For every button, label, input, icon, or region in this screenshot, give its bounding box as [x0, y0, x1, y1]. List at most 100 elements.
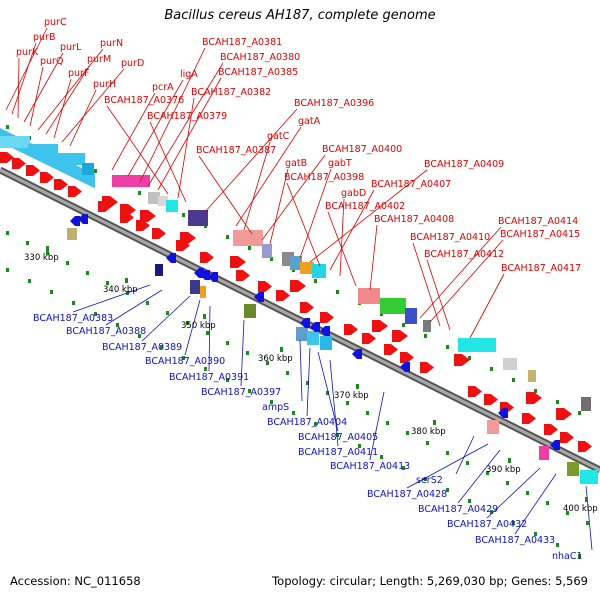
gene-label-forward[interactable]: gatB: [285, 158, 307, 169]
forward-gene-arrow[interactable]: [544, 424, 558, 435]
reverse-gene-arrow[interactable]: [254, 292, 264, 302]
forward-gene-arrow[interactable]: [400, 352, 414, 363]
gene-label-forward[interactable]: BCAH187_A0410: [410, 232, 490, 243]
reverse-gene-arrow[interactable]: [166, 253, 176, 263]
gene-label-forward[interactable]: purD: [121, 58, 144, 69]
gene-label-reverse[interactable]: BCAH187_A0397: [201, 387, 281, 398]
forward-gene-arrow[interactable]: [140, 210, 156, 222]
gene-label-reverse[interactable]: BCAH187_A0389: [102, 342, 182, 353]
forward-gene-arrow[interactable]: [102, 196, 118, 208]
gene-label-forward[interactable]: purC: [44, 17, 67, 28]
reverse-gene-arrow[interactable]: [208, 272, 218, 282]
forward-gene-arrow[interactable]: [526, 392, 542, 404]
forward-gene-arrow[interactable]: [560, 432, 574, 443]
gene-label-reverse[interactable]: nhaC1: [552, 551, 583, 562]
forward-gene-arrow[interactable]: [258, 281, 272, 292]
forward-gene-arrow[interactable]: [392, 330, 408, 342]
forward-gene-arrow[interactable]: [578, 441, 592, 452]
forward-gene-arrow[interactable]: [40, 172, 54, 183]
gene-label-forward[interactable]: BCAH187_A0407: [371, 179, 451, 190]
gene-label-reverse[interactable]: BCAH187_A0405: [298, 432, 378, 443]
gene-label-reverse[interactable]: BCAH187_A0391: [169, 372, 249, 383]
forward-gene-arrow[interactable]: [120, 204, 136, 216]
reverse-gene-arrow[interactable]: [78, 214, 88, 224]
forward-gene-arrow[interactable]: [372, 320, 388, 332]
gene-label-forward[interactable]: BCAH187_A0379: [147, 111, 227, 122]
gene-label-reverse[interactable]: BCAH187_A0388: [66, 326, 146, 337]
gene-label-forward[interactable]: purF: [68, 68, 89, 79]
gene-label-forward[interactable]: BCAH187_A0417: [501, 263, 581, 274]
reverse-gene-arrow[interactable]: [498, 408, 508, 418]
gene-label-forward[interactable]: purM: [87, 54, 111, 65]
forward-gene-arrow[interactable]: [468, 386, 482, 397]
gene-label-forward[interactable]: BCAH187_A0396: [294, 98, 374, 109]
gene-label-forward[interactable]: BCAH187_A0409: [424, 159, 504, 170]
gene-label-forward[interactable]: BCAH187_A0380: [220, 52, 300, 63]
forward-gene-arrow[interactable]: [344, 324, 358, 335]
reverse-gene-arrow[interactable]: [400, 362, 410, 372]
gene-label-reverse[interactable]: BCAH187_A0411: [298, 447, 378, 458]
gene-label-forward[interactable]: purN: [100, 38, 123, 49]
forward-gene-arrow[interactable]: [152, 228, 166, 239]
gene-label-reverse[interactable]: BCAH187_A0383: [33, 313, 113, 324]
gene-label-forward[interactable]: BCAH187_A0402: [325, 201, 405, 212]
forward-gene-arrow[interactable]: [320, 312, 334, 323]
forward-gene-arrow[interactable]: [12, 158, 26, 169]
gene-label-forward[interactable]: BCAH187_A0412: [424, 249, 504, 260]
gene-label-forward[interactable]: BCAH187_A0387: [196, 145, 276, 156]
gene-label-forward[interactable]: gabD: [341, 188, 366, 199]
forward-gene-arrow[interactable]: [362, 333, 376, 344]
gene-label-reverse[interactable]: BCAH187_A0413: [330, 461, 410, 472]
reverse-gene-arrow[interactable]: [300, 318, 310, 328]
reverse-gene-arrow[interactable]: [70, 216, 80, 226]
gene-label-forward[interactable]: BCAH187_A0414: [498, 216, 578, 227]
gene-label-forward[interactable]: purB: [33, 32, 55, 43]
gene-label-forward[interactable]: purK: [16, 47, 39, 58]
forward-gene-arrow[interactable]: [26, 165, 40, 176]
gene-label-reverse[interactable]: BCAH187_A0429: [418, 504, 498, 515]
gene-label-forward[interactable]: BCAH187_A0408: [374, 214, 454, 225]
forward-gene-arrow[interactable]: [236, 270, 250, 281]
gene-label-forward[interactable]: pcrA: [152, 82, 174, 93]
gene-label-forward[interactable]: BCAH187_A0398: [284, 172, 364, 183]
forward-gene-arrow[interactable]: [384, 344, 398, 355]
gene-label-forward[interactable]: ligA: [180, 69, 198, 80]
gene-label-forward[interactable]: BCAH187_A0415: [500, 229, 580, 240]
reverse-gene-arrow[interactable]: [352, 349, 362, 359]
forward-gene-arrow[interactable]: [300, 302, 314, 313]
gene-label-forward[interactable]: gatA: [298, 116, 321, 127]
forward-gene-arrow[interactable]: [54, 179, 68, 190]
forward-gene-arrow[interactable]: [454, 354, 470, 366]
forward-gene-arrow[interactable]: [276, 290, 290, 301]
reverse-gene-arrow[interactable]: [200, 270, 210, 280]
gene-label-forward[interactable]: gabT: [328, 158, 352, 169]
gene-label-forward[interactable]: BCAH187_A0381: [202, 37, 282, 48]
reverse-gene-arrow[interactable]: [320, 326, 330, 336]
reverse-gene-arrow[interactable]: [550, 440, 560, 450]
gene-label-reverse[interactable]: BCAH187_A0433: [475, 535, 555, 546]
gene-label-reverse[interactable]: serS2: [416, 475, 443, 486]
gene-label-forward[interactable]: BCAH187_A0382: [191, 87, 271, 98]
gene-label-forward[interactable]: gatC: [267, 131, 290, 142]
forward-gene-arrow[interactable]: [230, 256, 246, 268]
forward-gene-arrow[interactable]: [556, 408, 572, 420]
gene-label-forward[interactable]: BCAH187_A0400: [322, 144, 402, 155]
forward-gene-arrow[interactable]: [180, 232, 196, 244]
forward-gene-arrow[interactable]: [484, 394, 498, 405]
gene-label-reverse[interactable]: BCAH187_A0390: [145, 356, 225, 367]
forward-gene-arrow[interactable]: [0, 152, 14, 163]
forward-gene-arrow[interactable]: [68, 186, 82, 197]
gene-label-forward[interactable]: purQ: [40, 56, 63, 67]
gene-label-forward[interactable]: purL: [60, 42, 82, 53]
gene-label-reverse[interactable]: BCAH187_A0432: [447, 519, 527, 530]
forward-gene-arrow[interactable]: [420, 362, 434, 373]
reverse-gene-arrow[interactable]: [310, 322, 320, 332]
forward-gene-arrow[interactable]: [136, 220, 150, 231]
gene-label-reverse[interactable]: BCAH187_A0428: [367, 489, 447, 500]
gene-label-forward[interactable]: purH: [93, 79, 116, 90]
forward-gene-arrow[interactable]: [522, 413, 536, 424]
gene-label-reverse[interactable]: BCAH187_A0404: [267, 417, 347, 428]
forward-gene-arrow[interactable]: [200, 252, 214, 263]
forward-gene-arrow[interactable]: [290, 280, 306, 292]
gene-label-forward[interactable]: BCAH187_A0376: [104, 95, 184, 106]
